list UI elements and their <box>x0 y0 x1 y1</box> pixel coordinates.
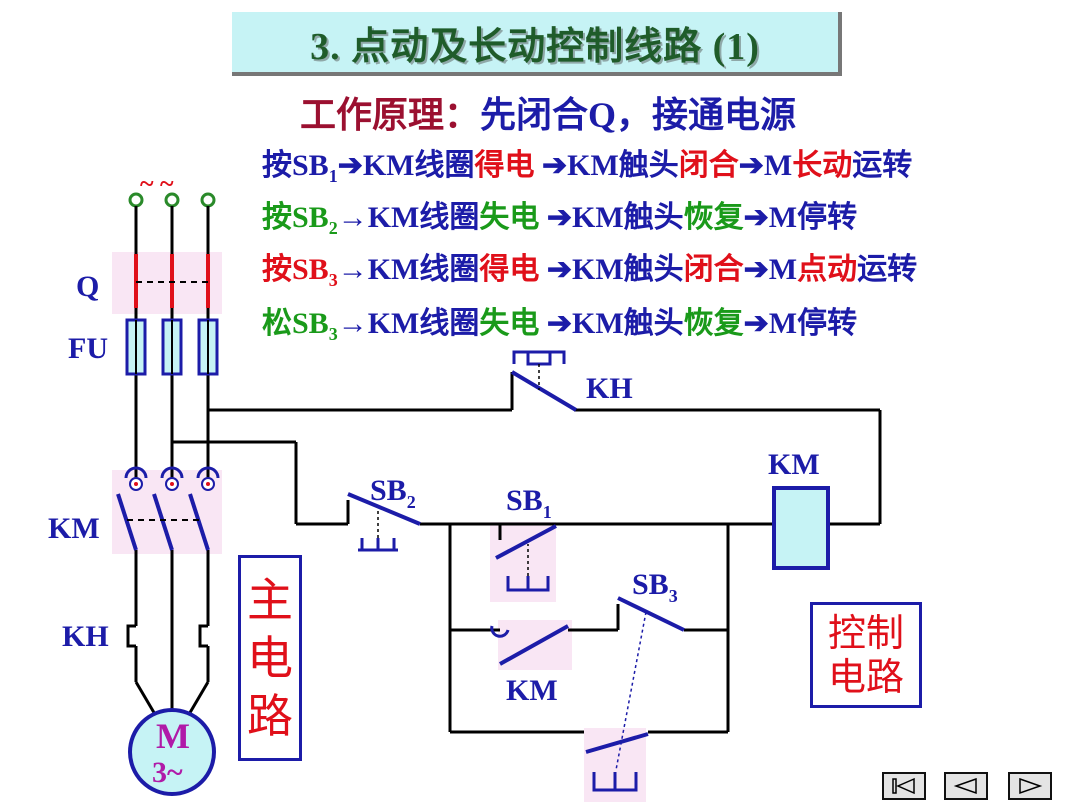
first-slide-button[interactable] <box>882 772 926 800</box>
step-segment: ➔M停转 <box>743 307 858 340</box>
step-line-1: 按SB1➔KM线圈得电 ➔KM触头闭合➔M长动运转 <box>262 140 912 187</box>
kh-main-element <box>126 624 208 648</box>
q-switch <box>134 254 210 308</box>
step-segment: 1 <box>328 166 338 186</box>
step-segment: 按SB <box>262 149 329 182</box>
control-circuit-box: 控制 电路 <box>810 602 922 708</box>
motor-circle <box>128 708 216 796</box>
step-segment: →KM线圈 <box>337 307 480 340</box>
q-label: Q <box>76 270 99 303</box>
play-left-icon <box>953 777 977 795</box>
km-aux-contact <box>490 624 569 666</box>
step-segment: 按SB <box>262 201 329 234</box>
prev-slide-button[interactable] <box>944 772 988 800</box>
step-segment: 恢复 <box>683 201 744 234</box>
step-segment: 点动 <box>797 253 858 286</box>
sb1-label: SB1 <box>506 484 552 522</box>
step-segment: 3 <box>328 270 338 290</box>
play-right-icon <box>1019 777 1043 795</box>
kh-control-label: KH <box>586 372 633 405</box>
title-box: 3. 点动及长动控制线路 (1) <box>232 12 842 76</box>
step-segment: ➔M <box>743 253 798 286</box>
motor-label: M <box>156 716 190 756</box>
main-wires <box>134 206 210 717</box>
supply-symbol: ~ ~ <box>140 169 174 198</box>
control-circuit-line-2: 电路 <box>827 655 904 699</box>
motor-phase-label: 3~ <box>152 756 183 789</box>
step-segment: 运转 <box>852 149 913 182</box>
step-segment: ➔KM触头 <box>534 149 679 182</box>
step-segment: ➔KM触头 <box>539 253 684 286</box>
step-segment: ➔KM触头 <box>539 201 684 234</box>
step-segment: 闭合 <box>683 253 744 286</box>
step-segment: ➔M停转 <box>743 201 858 234</box>
principle-text: 先闭合Q，接通电源 <box>480 95 797 135</box>
sb3-button <box>585 596 685 792</box>
step-segment: →KM线圈 <box>337 201 480 234</box>
step-segment: 闭合 <box>678 149 739 182</box>
step-segment: 运转 <box>857 253 918 286</box>
step-line-2: 按SB2→KM线圈失电 ➔KM触头恢复➔M停转 <box>262 192 857 239</box>
step-segment: 得电 <box>474 149 535 182</box>
kh-control-contact <box>510 350 578 412</box>
step-segment: 松SB <box>262 307 329 340</box>
km-coil-label: KM <box>768 448 820 481</box>
principle-line: 工作原理：先闭合Q，接通电源 <box>300 86 796 138</box>
page-title: 3. 点动及长动控制线路 (1) <box>310 25 760 68</box>
step-segment: ➔M <box>738 149 793 182</box>
sb1-button <box>495 524 557 592</box>
step-segment: 长动 <box>792 149 853 182</box>
km-coil <box>772 486 830 570</box>
km-aux-label: KM <box>506 674 558 707</box>
skip-back-icon <box>892 777 915 795</box>
principle-label: 工作原理： <box>300 95 481 135</box>
step-segment: 失电 <box>479 201 540 234</box>
fu-fuse-cores <box>135 320 209 374</box>
sb2-button <box>346 492 421 552</box>
step-line-3: 按SB3→KM线圈得电 ➔KM触头闭合➔M点动运转 <box>262 244 917 291</box>
step-segment: 恢复 <box>683 307 744 340</box>
main-circuit-char-3: 路 <box>247 689 293 743</box>
kh-main-label: KH <box>62 620 109 653</box>
main-circuit-char-1: 主 <box>247 573 293 627</box>
step-segment: 3 <box>328 324 338 344</box>
step-line-4: 松SB3→KM线圈失电 ➔KM触头恢复➔M停转 <box>262 298 857 345</box>
main-circuit-char-2: 电 <box>247 631 293 685</box>
step-segment: →KM线圈 <box>337 253 480 286</box>
step-segment: 2 <box>328 218 338 238</box>
fu-label: FU <box>68 332 108 365</box>
step-segment: 失电 <box>479 307 540 340</box>
step-segment: ➔KM触头 <box>539 307 684 340</box>
km-main-label: KM <box>48 512 100 545</box>
step-segment: ➔KM线圈 <box>337 149 475 182</box>
sb2-label: SB2 <box>370 474 416 512</box>
step-segment: 按SB <box>262 253 329 286</box>
km-main-contacts <box>116 466 220 551</box>
step-segment: 得电 <box>479 253 540 286</box>
sb3-label: SB3 <box>632 568 678 606</box>
next-slide-button[interactable] <box>1008 772 1052 800</box>
control-wires <box>172 408 882 734</box>
main-circuit-box: 主 电 路 <box>238 555 302 761</box>
control-circuit-line-1: 控制 <box>827 611 904 655</box>
